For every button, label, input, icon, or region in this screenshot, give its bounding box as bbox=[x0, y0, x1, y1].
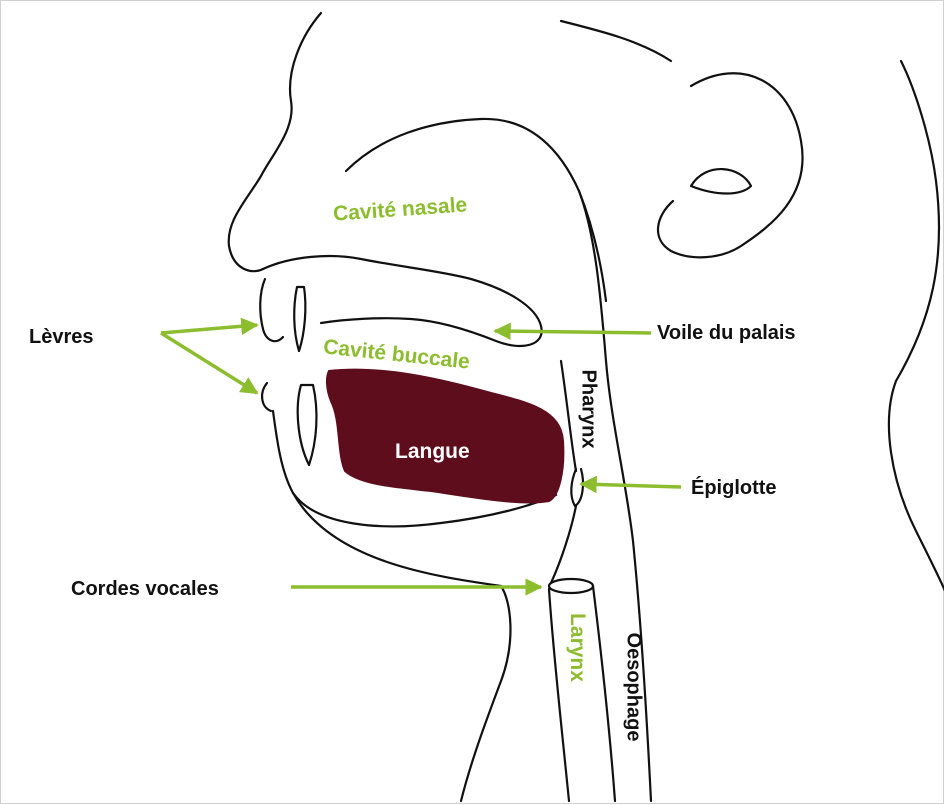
label-cordes-vocales: Cordes vocales bbox=[71, 579, 219, 599]
arrow-levres-upper bbox=[161, 325, 257, 333]
lower-lip bbox=[262, 383, 271, 411]
upper-lip bbox=[260, 279, 283, 341]
face-profile-line bbox=[229, 13, 321, 271]
scalp-line bbox=[561, 21, 671, 61]
label-oesophage: Oesophage bbox=[623, 633, 643, 742]
neck-front-line bbox=[293, 493, 510, 801]
tongue-shape bbox=[327, 370, 563, 503]
neck-back-line bbox=[889, 61, 944, 591]
label-voile-du-palais: Voile du palais bbox=[657, 323, 796, 343]
label-larynx: Larynx bbox=[567, 613, 588, 682]
trachea-tube-back bbox=[593, 586, 615, 801]
label-levres: Lèvres bbox=[29, 327, 94, 347]
label-langue: Langue bbox=[395, 441, 470, 462]
epiglottis-shape bbox=[571, 469, 583, 506]
upper-tooth bbox=[294, 287, 305, 351]
lower-tooth bbox=[298, 385, 317, 465]
arrow-epiglotte bbox=[581, 484, 681, 487]
vocal-cords-ring bbox=[549, 579, 593, 593]
arrow-levres-lower bbox=[161, 333, 257, 393]
larynx-front-line bbox=[551, 506, 576, 583]
label-epiglotte: Épiglotte bbox=[691, 478, 777, 498]
arrow-voile-du-palais bbox=[495, 331, 651, 333]
label-pharynx: Pharynx bbox=[578, 370, 598, 449]
ear-inner bbox=[691, 169, 751, 193]
ear-outline bbox=[658, 73, 803, 257]
